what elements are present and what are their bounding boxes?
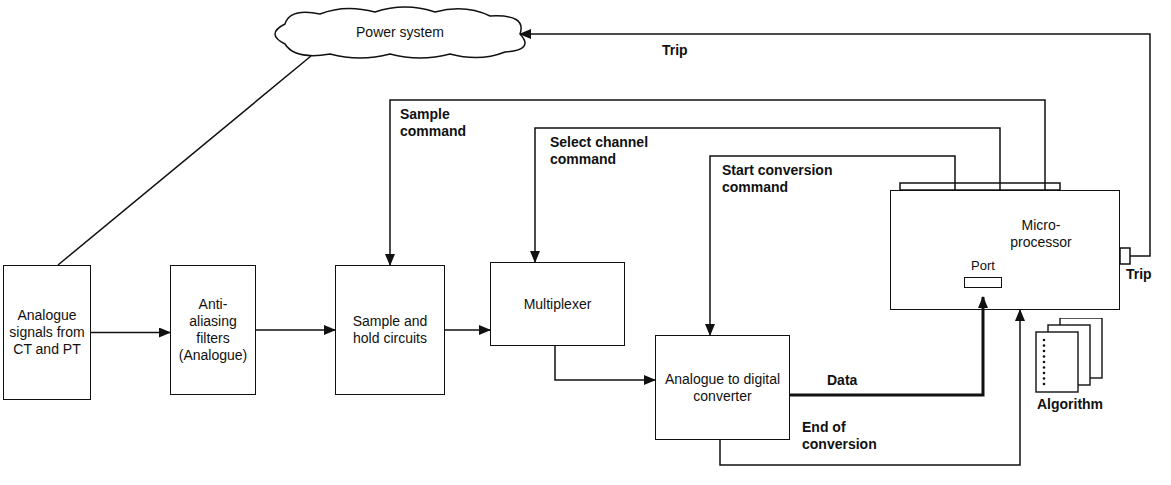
bus-bar — [900, 183, 1060, 190]
node-text: Anti-aliasing filters (Analogue) — [176, 296, 250, 364]
edge-label: Select channel command — [548, 134, 652, 168]
connector-arrow — [58, 56, 311, 265]
algorithm-pages: Algorithm — [1030, 318, 1110, 418]
edge-label: Start conversion command — [720, 162, 874, 196]
trip-output — [1120, 248, 1130, 264]
node-text: Analogue to digital converter — [661, 371, 784, 405]
connector-arrow — [256, 329, 335, 331]
connector-arrow — [91, 332, 170, 334]
connector-arrow — [555, 346, 655, 380]
process-box: Analogue signals from CT and PT — [3, 265, 91, 400]
connector-arrow — [720, 310, 1020, 465]
process-box: Analogue to digital converter — [655, 335, 790, 440]
connector-arrow — [790, 297, 983, 395]
port-rect — [964, 277, 1002, 288]
document-stack — [1030, 318, 1110, 396]
connector-arrow — [710, 156, 955, 335]
connector-arrow — [445, 329, 490, 331]
connector-arrow — [520, 34, 1150, 256]
edge-label: End of conversion — [800, 419, 896, 453]
connector-arrow — [390, 100, 1045, 265]
edge-label: Data — [825, 372, 859, 389]
node-text: Micro-processor — [996, 217, 1086, 251]
node-text: Power system — [356, 24, 444, 41]
process-box: Anti-aliasing filters (Analogue) — [170, 265, 256, 395]
port-block: Port — [961, 257, 1005, 297]
processor-box: Micro-processorPort — [890, 190, 1120, 310]
process-box: Multiplexer — [490, 262, 625, 346]
cloud-shape: Power system — [265, 4, 535, 60]
process-box: Sample and hold circuits — [335, 265, 445, 395]
node-text: Analogue signals from CT and PT — [9, 307, 85, 358]
signal-label: Trip — [1124, 266, 1154, 283]
edge-label: Trip — [660, 42, 690, 59]
node-text: Sample and hold circuits — [341, 313, 439, 347]
node-text: Port — [961, 257, 1005, 274]
edge-label: Sample command — [398, 106, 502, 140]
node-text: Algorithm — [1030, 396, 1110, 413]
node-text: Multiplexer — [524, 296, 592, 313]
connector-arrow — [535, 128, 1000, 262]
